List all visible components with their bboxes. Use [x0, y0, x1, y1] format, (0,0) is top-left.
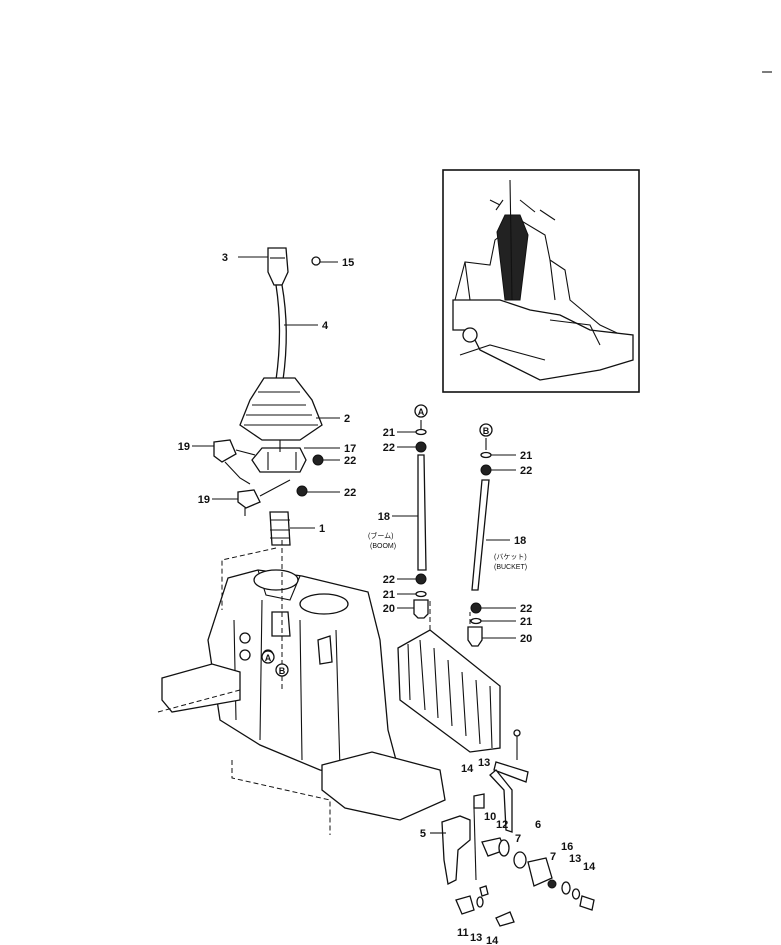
callout-16: 16 — [561, 841, 573, 853]
callout-22-d: 22 — [383, 574, 395, 586]
callout-21-a: 21 — [383, 427, 395, 439]
control-lever-assembly — [213, 247, 324, 546]
callout-1: 1 — [319, 523, 325, 535]
callout-21-c: 21 — [520, 450, 532, 462]
callout-6: 6 — [535, 819, 541, 831]
callout-7-b: 7 — [550, 851, 556, 863]
callout-10: 10 — [484, 811, 496, 823]
callout-12: 12 — [496, 819, 508, 831]
callout-20-b: 20 — [520, 633, 532, 645]
callout-19-a: 19 — [178, 441, 190, 453]
callout-22-c: 22 — [383, 442, 395, 454]
rod-labels: (ブーム) (BOOM) (バケット) (BUCKET) — [368, 531, 527, 571]
callout-14-a: 14 — [461, 763, 474, 775]
callout-21-b: 21 — [383, 589, 395, 601]
callout-11: 11 — [457, 927, 469, 939]
callout-14-b: 14 — [583, 861, 596, 873]
boom-label-jp: (ブーム) — [368, 531, 393, 540]
marker-a-top: A — [418, 407, 425, 417]
console-stand — [157, 540, 446, 835]
callout-22-f: 22 — [520, 603, 532, 615]
callout-5: 5 — [420, 828, 426, 840]
callout-15: 15 — [342, 257, 354, 269]
control-valve — [397, 600, 501, 753]
circle-markers: A B A B — [261, 404, 493, 677]
marker-a-bottom: A — [265, 653, 272, 663]
callout-20-a: 20 — [383, 603, 395, 615]
callout-18-b: 18 — [514, 535, 526, 547]
callout-7-a: 7 — [515, 833, 521, 845]
callout-13-a: 13 — [478, 757, 490, 769]
callout-13-c: 13 — [470, 932, 482, 944]
callout-18-a: 18 — [378, 511, 390, 523]
callout-2: 2 — [344, 413, 350, 425]
callout-numbers: 3 15 4 2 17 22 22 1 19 19 21 22 18 22 21… — [178, 252, 596, 945]
callout-22-b: 22 — [344, 487, 356, 499]
callout-4: 4 — [322, 320, 329, 332]
marker-b-top: B — [483, 426, 490, 436]
boom-rod-assembly — [413, 420, 429, 619]
callout-22-e: 22 — [520, 465, 532, 477]
callout-17: 17 — [344, 443, 356, 455]
bucket-label-jp: (バケット) — [494, 553, 527, 561]
callout-13-b: 13 — [569, 853, 581, 865]
leader-lines — [192, 256, 516, 834]
linkage-parts — [441, 729, 595, 927]
bucket-rod-assembly — [467, 438, 492, 647]
callout-21-d: 21 — [520, 616, 532, 628]
callout-14-c: 14 — [486, 935, 499, 945]
inset-detail-view — [442, 169, 640, 393]
callout-3: 3 — [222, 252, 228, 264]
callout-19-b: 19 — [198, 494, 210, 506]
callout-22-a: 22 — [344, 455, 356, 467]
boom-label-en: (BOOM) — [370, 543, 396, 550]
bucket-label-en: (BUCKET) — [494, 564, 527, 571]
marker-b-bottom: B — [279, 666, 286, 676]
